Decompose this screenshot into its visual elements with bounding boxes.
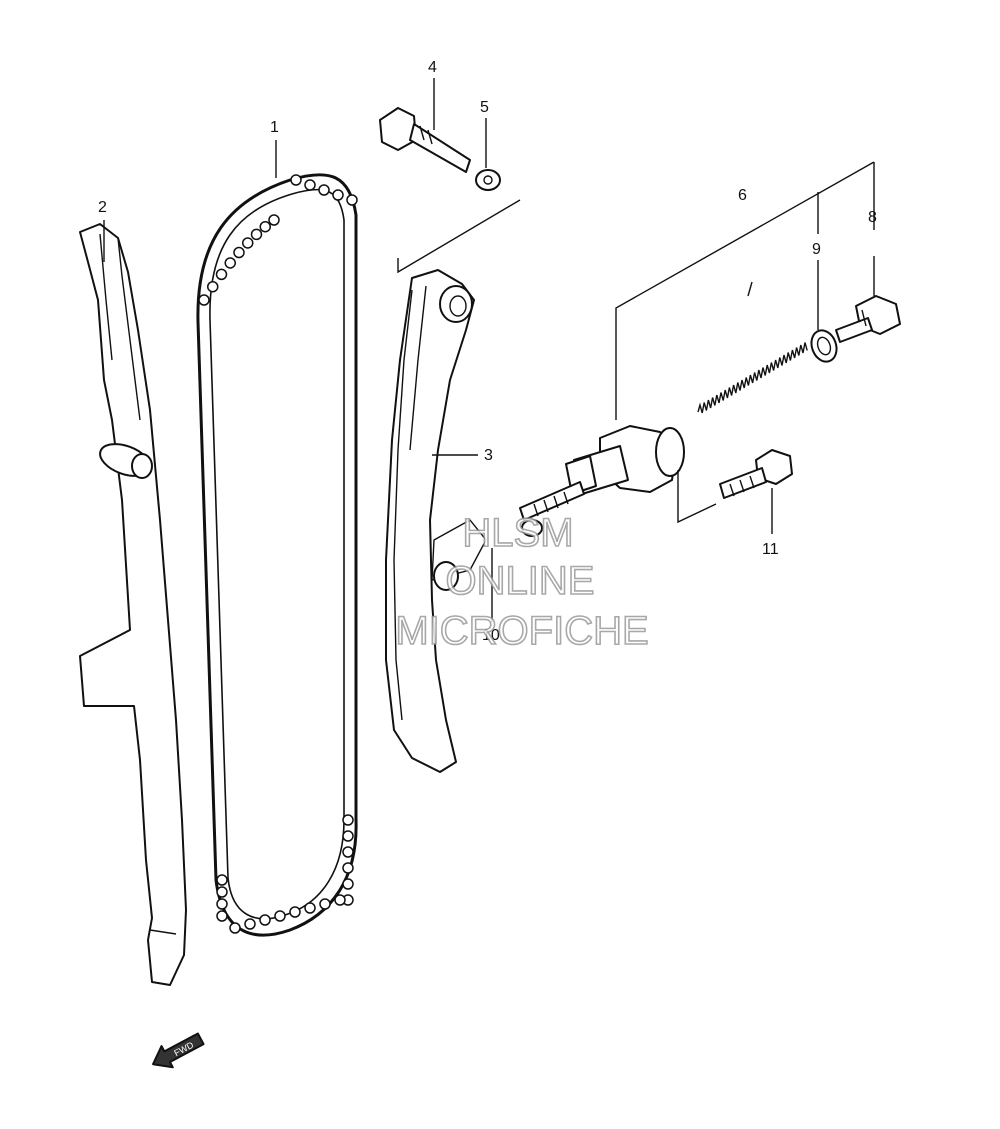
watermark-line-3: MICROFICHE [395,609,648,653]
callout-11[interactable]: 11 [762,541,779,558]
callout-10[interactable]: 10 [482,627,500,644]
fwd-arrow: FWD [152,1032,205,1069]
callout-5[interactable]: 5 [480,99,489,116]
callout-6[interactable]: 6 [738,187,747,204]
cap-bolt-part-8[interactable] [835,295,901,343]
tensioner-adjuster-part-6[interactable] [519,425,685,521]
callout-9[interactable]: 9 [812,241,821,258]
chain-guide-part-2[interactable] [79,223,187,986]
callout-8[interactable]: 8 [868,209,877,226]
chain-links [198,174,358,934]
callout-4[interactable]: 4 [428,59,437,76]
leader-lines [103,78,875,622]
spring [697,342,808,414]
bolt-part-11[interactable] [719,449,793,499]
bolt-part-4[interactable] [379,107,471,173]
tensioner-arm-part-3[interactable] [385,269,487,773]
callout-2[interactable]: 2 [98,199,107,216]
washer-part-5[interactable] [475,169,501,191]
watermark-line-1: HLSM [462,511,573,555]
gasket-part-9[interactable] [807,327,840,365]
callout-1[interactable]: 1 [270,119,279,136]
callout-labels: 1 2 3 4 5 6 8 9 10 11 [98,59,877,644]
watermark-line-2: ONLINE [446,559,595,603]
callout-3[interactable]: 3 [484,447,493,464]
cam-chain-part-1[interactable] [196,173,358,937]
watermark: HLSM ONLINE MICROFICHE [395,510,650,654]
o-ring-part-10[interactable] [521,519,543,537]
